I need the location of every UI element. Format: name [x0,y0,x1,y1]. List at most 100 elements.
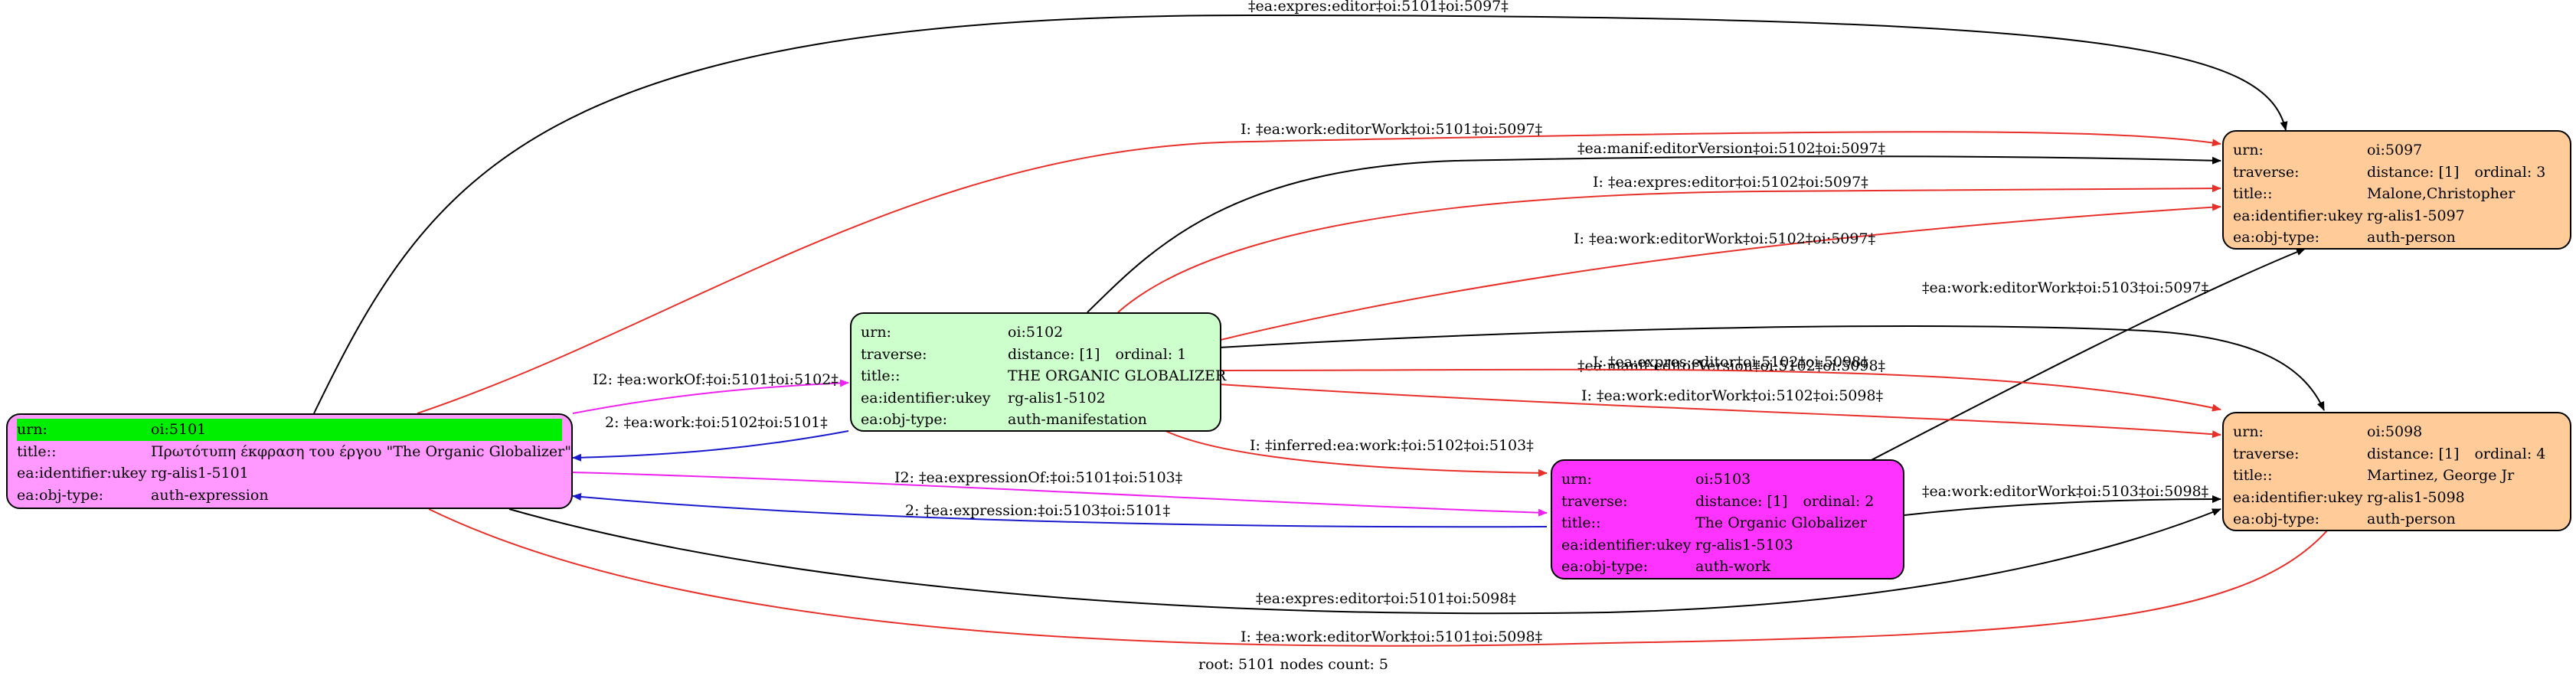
identifier-key: ea:identifier:ukey [17,465,147,482]
identifier-value: rg-alis1-5102 [1008,389,1106,406]
edge-label: I: ‡ea:work:editorWork‡oi:5101‡oi:5097‡ [1241,121,1542,138]
edge-5102-5097-expres-editor: I: ‡ea:expres:editor‡oi:5102‡oi:5097‡ [1117,174,2221,313]
type-value: auth-person [2367,229,2456,246]
node-traverse-row: traverse: distance: [1] ordinal: 2 [1561,491,1894,513]
traverse-key: traverse: [1561,492,1628,510]
edge-label: I2: ‡ea:workOf:‡oi:5101‡oi:5102‡ [593,371,839,388]
title-key: title:: [2233,467,2273,484]
distance-value: distance: [1] [1695,492,1788,510]
edge-5103-5101-expression: 2: ‡ea:expression:‡oi:5103‡oi:5101‡ [572,493,1548,528]
urn-value: oi:5102 [1008,324,1064,341]
edge-label: I: ‡ea:work:editorWork‡oi:5102‡oi:5098‡ [1581,387,1883,404]
node-type-row: ea:obj-type: auth-expression [17,485,562,507]
title-value: Malone,Christopher [2367,185,2516,202]
node-urn-row: urn: oi:5102 [861,322,1211,344]
traverse-key: traverse: [861,345,927,363]
ordinal-value: ordinal: 2 [1803,492,1875,510]
ordinal-value: ordinal: 1 [1115,345,1187,363]
node-title-row: title:: THE ORGANIC GLOBALIZER [861,365,1226,387]
urn-key: urn: [1561,471,1592,488]
node-title-row: title:: Πρωτότυπη έκφραση του έργου "The… [17,441,571,463]
node-urn-row: urn: oi:5098 [2233,421,2561,443]
node-urn-row: urn: oi:5103 [1561,468,1894,491]
edge-label: I: ‡ea:expres:editor‡oi:5102‡oi:5098‡ [1593,354,1868,371]
edge-5101-5098-work-editorWork: I: ‡ea:work:editorWork‡oi:5101‡oi:5098‡ [428,508,2336,647]
ordinal-value: ordinal: 4 [2474,445,2546,462]
identifier-key: ea:identifier:ukey [2233,207,2363,224]
edge-5103-5097-work-editorWork: ‡ea:work:editorWork‡oi:5103‡oi:5097‡ [1868,248,2306,462]
type-key: ea:obj-type: [1561,558,1649,575]
edge-5101-5097-expres-editor: ‡ea:expres:editor‡oi:5101‡oi:5097‡ [313,0,2288,414]
node-title-row: title:: Martinez, George Jr [2233,465,2561,487]
edge-label: I: ‡ea:work:editorWork‡oi:5101‡oi:5098‡ [1241,628,1542,645]
node-oi-5101: urn: oi:5101 title:: Πρωτότυπη έκφραση τ… [6,413,573,509]
identifier-value: rg-alis1-5103 [1695,536,1793,553]
distance-value: distance: [1] [2367,163,2460,181]
edge-5101-5102-workOf: I2: ‡ea:workOf:‡oi:5101‡oi:5102‡ [572,371,849,414]
edge-5101-5098-expres-editor: ‡ea:expres:editor‡oi:5101‡oi:5098‡ [508,508,2221,615]
edge-label: 2: ‡ea:expression:‡oi:5103‡oi:5101‡ [905,502,1170,519]
distance-value: distance: [1] [2367,445,2460,462]
node-type-row: ea:obj-type: auth-work [1561,556,1894,578]
urn-key: urn: [861,324,891,341]
type-key: ea:obj-type: [2233,229,2320,246]
edge-label: I: ‡ea:work:editorWork‡oi:5102‡oi:5097‡ [1574,230,1875,247]
identifier-key: ea:identifier:ukey [1561,536,1692,553]
edge-5102-5101-work: 2: ‡ea:work:‡oi:5102‡oi:5101‡ [572,414,849,462]
node-identifier-row: ea:identifier:ukey rg-alis1-5103 [1561,534,1894,557]
edge-label: ‡ea:expres:editor‡oi:5101‡oi:5097‡ [1248,0,1509,15]
edge-label: I: ‡ea:expres:editor‡oi:5102‡oi:5097‡ [1593,174,1868,191]
traverse-key: traverse: [2233,163,2300,181]
type-key: ea:obj-type: [2233,511,2320,527]
node-oi-5098: urn: oi:5098 traverse: distance: [1] ord… [2222,412,2571,531]
type-value: auth-person [2367,511,2456,527]
node-type-row: ea:obj-type: auth-person [2233,227,2561,249]
edge-5102-5097-work-editorWork: I: ‡ea:work:editorWork‡oi:5102‡oi:5097‡ [1217,203,2221,341]
urn-value: oi:5103 [1695,471,1751,488]
node-identifier-row: ea:identifier:ukey rg-alis1-5101 [17,462,562,485]
title-key: title:: [2233,185,2273,202]
type-value: auth-work [1695,558,1771,575]
node-urn-row: urn: oi:5097 [2233,139,2561,162]
node-identifier-row: ea:identifier:ukey rg-alis1-5098 [2233,487,2561,509]
edge-label: ‡ea:work:editorWork‡oi:5103‡oi:5098‡ [1922,483,2208,500]
title-value: THE ORGANIC GLOBALIZER [1008,367,1227,384]
node-type-row: ea:obj-type: auth-person [2233,508,2561,530]
node-traverse-row: traverse: distance: [1] ordinal: 1 [861,344,1211,366]
node-urn-row: urn: oi:5101 [17,419,562,441]
title-key: title:: [1561,514,1601,531]
node-title-row: title:: Malone,Christopher [2233,183,2561,205]
edge-5101-5103-expressionOf: I2: ‡ea:expressionOf:‡oi:5101‡oi:5103‡ [572,469,1548,517]
node-title-row: title:: The Organic Globalizer [1561,512,1894,534]
identifier-key: ea:identifier:ukey [2233,488,2363,506]
urn-key: urn: [2233,142,2264,158]
node-oi-5097: urn: oi:5097 traverse: distance: [1] ord… [2222,130,2571,250]
type-key: ea:obj-type: [17,486,104,504]
distance-value: distance: [1] [1008,345,1100,363]
title-value: Martinez, George Jr [2367,467,2515,484]
edge-label: I2: ‡ea:expressionOf:‡oi:5101‡oi:5103‡ [894,469,1182,486]
type-value: auth-expression [151,486,269,504]
node-identifier-row: ea:identifier:ukey rg-alis1-5097 [2233,205,2561,227]
title-key: title:: [17,442,57,460]
title-value: Πρωτότυπη έκφραση του έργου "The Organic… [151,442,571,460]
urn-key: urn: [2233,423,2264,440]
identifier-value: rg-alis1-5097 [2367,207,2465,224]
edge-5102-5103-inferred-work: I: ‡inferred:ea:work:‡oi:5102‡oi:5103‡ [1163,429,1548,477]
title-value: The Organic Globalizer [1695,514,1868,531]
edge-label: I: ‡inferred:ea:work:‡oi:5102‡oi:5103‡ [1250,437,1534,454]
traverse-key: traverse: [2233,445,2300,462]
urn-value: oi:5097 [2367,142,2423,158]
identifier-value: rg-alis1-5098 [2367,488,2465,506]
type-value: auth-manifestation [1008,411,1147,428]
urn-value: oi:5101 [151,421,207,438]
node-oi-5103: urn: oi:5103 traverse: distance: [1] ord… [1551,459,1904,579]
identifier-key: ea:identifier:ukey [861,389,991,406]
node-type-row: ea:obj-type: auth-manifestation [861,409,1211,431]
ordinal-value: ordinal: 3 [2474,163,2546,181]
edge-5102-5098-expres-editor: I: ‡ea:expres:editor‡oi:5102‡oi:5098‡ [1218,354,2221,412]
edge-5102-5098-work-editorWork: I: ‡ea:work:editorWork‡oi:5102‡oi:5098‡ [1218,384,2221,439]
node-traverse-row: traverse: distance: [1] ordinal: 4 [2233,443,2561,465]
edge-label: ‡ea:manif:editorVersion‡oi:5102‡oi:5097‡ [1577,140,1885,157]
